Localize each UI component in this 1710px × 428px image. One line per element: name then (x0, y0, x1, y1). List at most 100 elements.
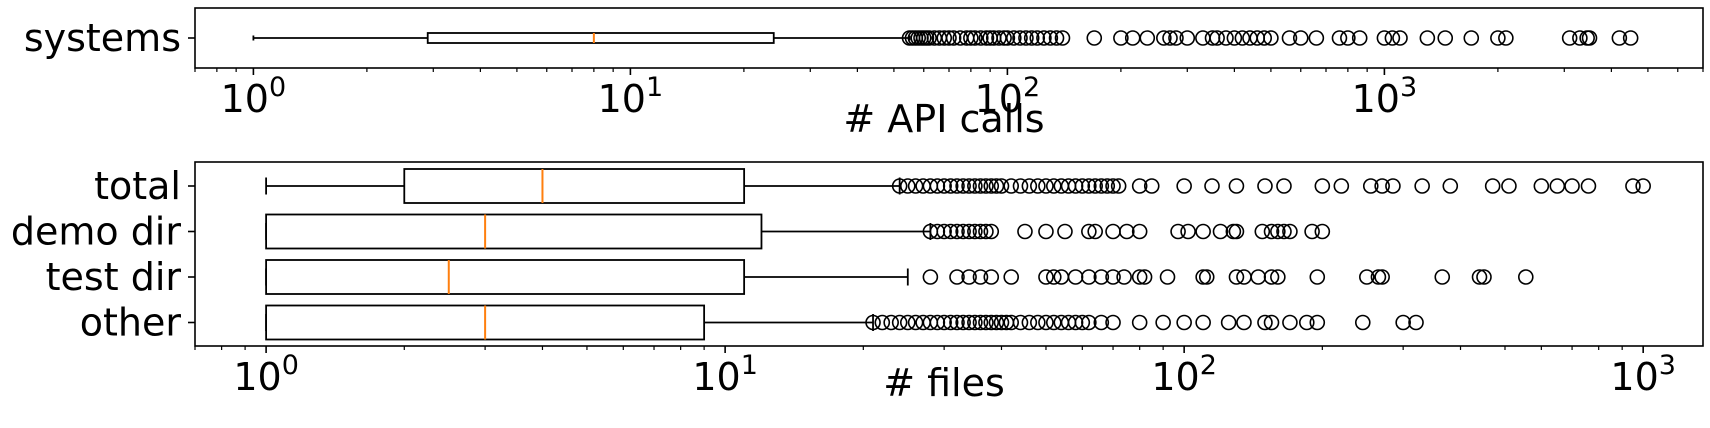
outlier-point (1635, 178, 1651, 194)
outlier-point (1581, 30, 1598, 46)
outlier-point (1105, 314, 1121, 331)
outlier-point (865, 314, 881, 331)
tick-exponent: 2 (1023, 72, 1040, 103)
category-label: systems (24, 16, 181, 60)
outlier-point (955, 223, 971, 240)
outlier-point (961, 178, 977, 194)
outlier-point (1354, 314, 1371, 331)
outlier-point (1250, 269, 1267, 285)
outlier-point (1308, 30, 1325, 46)
outlier-point (1176, 314, 1192, 331)
outlier-point (978, 178, 994, 194)
outlier-point (1580, 178, 1597, 194)
tick-exponent: 3 (1659, 350, 1676, 381)
outlier-point (1549, 178, 1566, 194)
outlier-point (1180, 223, 1196, 240)
outlier-point (1110, 178, 1127, 194)
outlier-point (1030, 314, 1046, 331)
outlier-point (1074, 314, 1091, 331)
outlier-point (1195, 223, 1211, 240)
outlier-point (921, 30, 937, 46)
outlier-point (978, 30, 995, 46)
outlier-point (1012, 314, 1029, 331)
outlier-point (1228, 178, 1245, 194)
outlier-point (1370, 269, 1387, 285)
x-tick-label: 100 (233, 350, 299, 399)
outlier-point (1333, 178, 1350, 194)
outlier-point (1093, 178, 1110, 194)
outlier-point (1419, 30, 1436, 46)
x-tick-label: 101 (598, 72, 664, 121)
outlier-point (942, 314, 959, 331)
outlier-point (972, 30, 989, 46)
outlier-point (874, 314, 891, 331)
outlier-point (983, 178, 1000, 194)
outlier-point (1533, 178, 1550, 194)
outlier-point (883, 314, 899, 331)
outlier-point (1484, 178, 1501, 194)
outlier-point (1087, 178, 1103, 194)
outlier-point (1054, 30, 1071, 46)
outlier-point (949, 269, 965, 285)
outlier-point (1234, 30, 1251, 46)
tick-base: 10 (1151, 355, 1199, 399)
x-tick-label: 102 (975, 72, 1041, 121)
outlier-point (1517, 269, 1534, 285)
outlier-point (967, 223, 983, 240)
outlier-point (936, 314, 952, 331)
iqr-box (403, 168, 746, 204)
outlier-point (1195, 269, 1211, 285)
outlier-point (936, 178, 952, 194)
outlier-point (991, 30, 1007, 46)
outlier-point (967, 178, 983, 194)
outlier-point (1048, 30, 1065, 46)
tick-exponent: 0 (282, 350, 299, 381)
tick-exponent: 2 (1200, 350, 1217, 381)
outlier-point (1359, 269, 1375, 285)
category-label: test dir (46, 255, 182, 299)
outlier-point (1340, 30, 1356, 46)
tick-base: 10 (1352, 77, 1400, 121)
outlier-point (1304, 223, 1320, 240)
outlier-point (1099, 178, 1116, 194)
outlier-point (941, 30, 957, 46)
outlier-point (891, 314, 908, 331)
tick-exponent: 0 (269, 72, 286, 103)
outlier-point (1501, 178, 1517, 194)
outlier-point (1006, 30, 1022, 46)
outlier-point (949, 314, 965, 331)
outlier-point (936, 223, 952, 240)
outlier-point (1143, 178, 1160, 194)
outlier-point (1038, 314, 1054, 331)
tick-base: 10 (975, 77, 1023, 121)
outlier-point (1057, 223, 1073, 240)
outlier-point (1081, 314, 1097, 331)
outlier-point (949, 178, 965, 194)
outlier-point (978, 314, 994, 331)
x-tick-label: 102 (1151, 350, 1217, 399)
outlier-point (972, 314, 989, 331)
outlier-point (942, 223, 959, 240)
tick-base: 10 (233, 355, 281, 399)
outlier-point (1331, 30, 1348, 46)
outlier-point (1395, 314, 1411, 331)
outlier-point (1038, 269, 1054, 285)
outlier-point (1003, 269, 1020, 285)
outlier-point (1236, 314, 1252, 331)
x-tick-label: 103 (1610, 350, 1676, 399)
outlier-point (1195, 314, 1211, 331)
outlier-point (1170, 223, 1186, 240)
outlier-point (1093, 314, 1110, 331)
tick-exponent: 3 (1400, 72, 1417, 103)
outlier-point (1162, 30, 1178, 46)
outlier-point (1254, 223, 1271, 240)
outlier-point (1282, 314, 1298, 331)
outlier-point (1625, 178, 1641, 194)
outlier-point (1045, 269, 1062, 285)
outlier-point (983, 314, 1000, 331)
outlier-point (942, 178, 959, 194)
outlier-point (1042, 30, 1059, 46)
